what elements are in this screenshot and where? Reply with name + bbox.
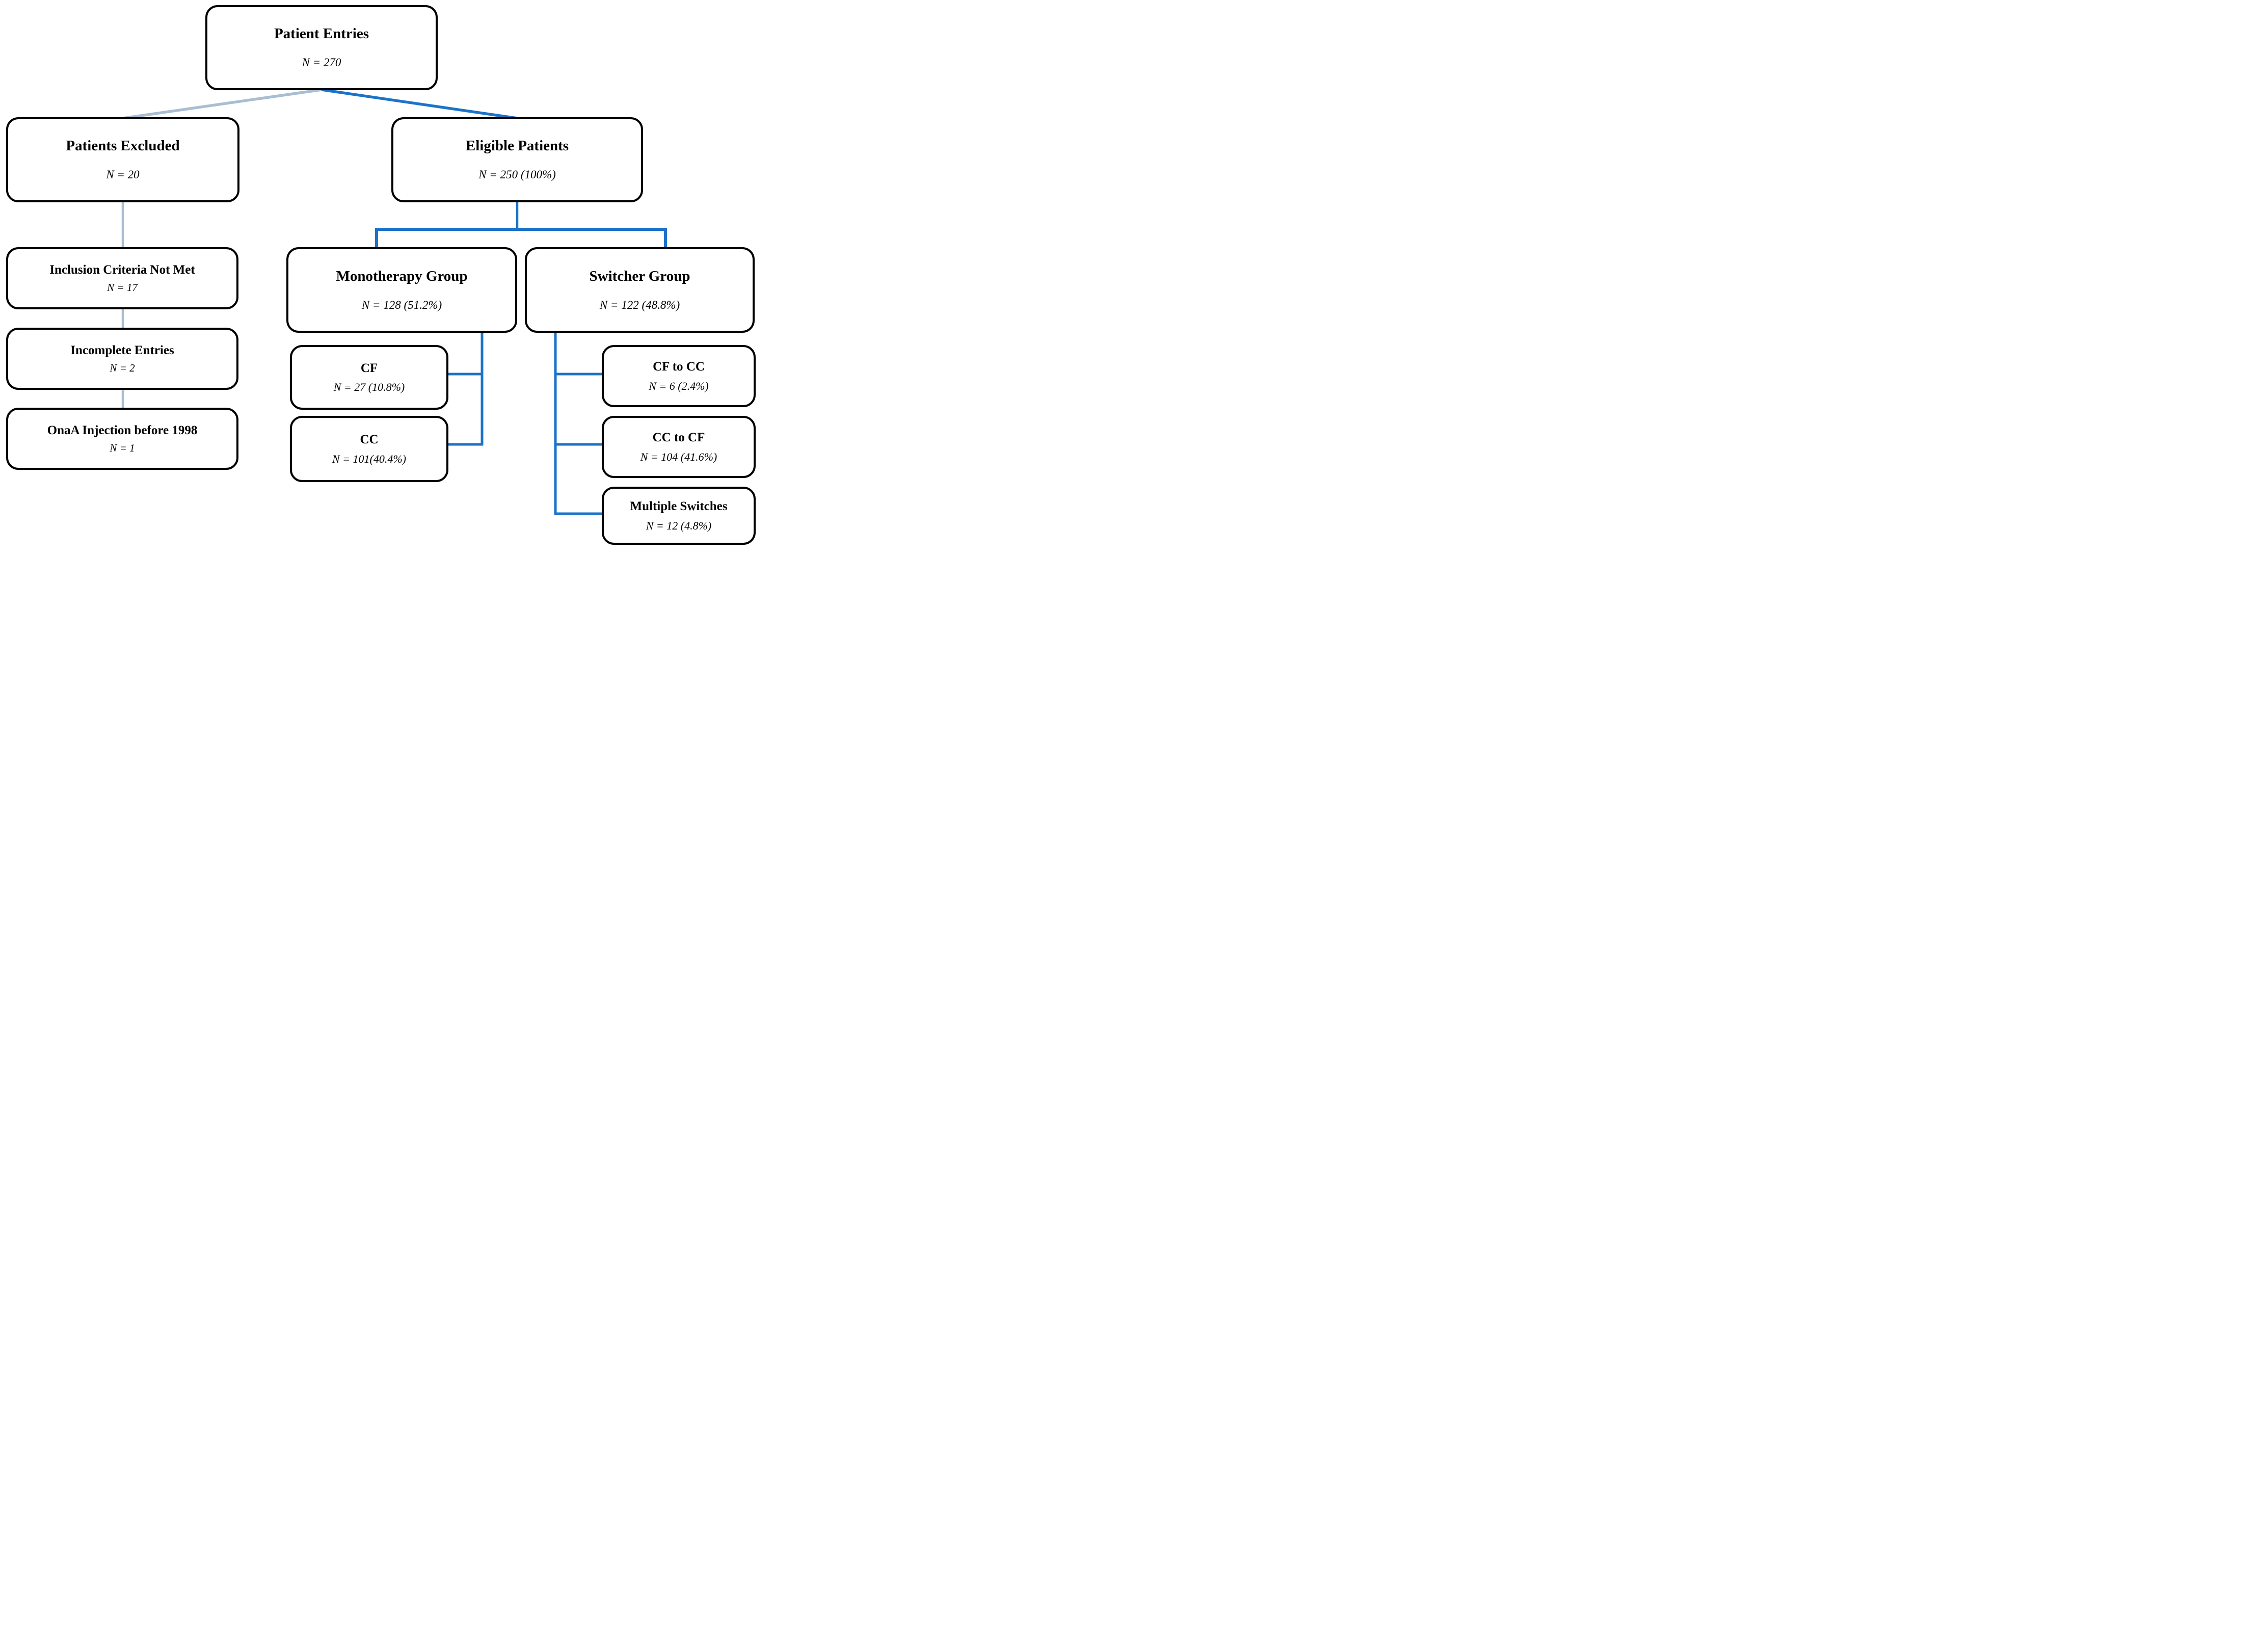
node-eligible-patients: Eligible Patients N = 250 (100%) — [391, 117, 643, 202]
node-switcher-group: Switcher Group N = 122 (48.8%) — [525, 247, 755, 333]
node-cc: CC N = 101(40.4%) — [290, 416, 448, 482]
node-count: N = 17 — [107, 281, 138, 294]
node-count: N = 104 (41.6%) — [640, 450, 717, 463]
node-count: N = 27 (10.8%) — [333, 381, 405, 394]
node-cf: CF N = 27 (10.8%) — [290, 345, 448, 410]
node-title: CF — [360, 361, 378, 375]
node-count: N = 20 — [106, 168, 140, 181]
node-title: CC — [360, 433, 379, 447]
node-title: Incomplete Entries — [70, 343, 174, 357]
connector-entries-to-eligible — [321, 88, 518, 120]
patient-flow-diagram: Patient Entries N = 270 Patients Exclude… — [0, 0, 756, 548]
node-title: Eligible Patients — [465, 138, 569, 154]
node-cc-to-cf: CC to CF N = 104 (41.6%) — [602, 416, 756, 478]
node-count: N = 6 (2.4%) — [649, 379, 709, 392]
node-multiple-switches: Multiple Switches N = 12 (4.8%) — [602, 487, 756, 545]
node-title: Multiple Switches — [630, 499, 728, 514]
node-title: Patient Entries — [274, 25, 369, 42]
node-count: N = 1 — [110, 442, 135, 455]
node-title: OnaA Injection before 1998 — [47, 423, 198, 437]
node-patient-entries: Patient Entries N = 270 — [205, 5, 438, 90]
node-count: N = 128 (51.2%) — [361, 298, 442, 311]
connector-groups-crossbar — [375, 228, 667, 250]
node-title: Patients Excluded — [66, 138, 180, 154]
node-monotherapy-group: Monotherapy Group N = 128 (51.2%) — [286, 247, 517, 333]
node-onaa-injection-before-1998: OnaA Injection before 1998 N = 1 — [6, 408, 238, 470]
node-incomplete-entries: Incomplete Entries N = 2 — [6, 328, 238, 390]
node-patients-excluded: Patients Excluded N = 20 — [6, 117, 239, 202]
node-count: N = 122 (48.8%) — [599, 298, 680, 311]
node-cf-to-cc: CF to CC N = 6 (2.4%) — [602, 345, 756, 407]
node-count: N = 270 — [302, 56, 341, 69]
node-count: N = 250 (100%) — [478, 168, 556, 181]
node-title: CC to CF — [652, 431, 705, 445]
node-count: N = 2 — [110, 362, 135, 375]
node-count: N = 12 (4.8%) — [646, 519, 712, 532]
node-inclusion-criteria-not-met: Inclusion Criteria Not Met N = 17 — [6, 247, 238, 309]
node-title: CF to CC — [653, 360, 705, 374]
node-title: Monotherapy Group — [336, 268, 468, 284]
node-title: Inclusion Criteria Not Met — [49, 262, 195, 277]
connector-layer — [121, 88, 667, 515]
node-count: N = 101(40.4%) — [332, 452, 406, 465]
connector-entries-to-excluded — [122, 88, 322, 120]
node-title: Switcher Group — [589, 268, 690, 284]
